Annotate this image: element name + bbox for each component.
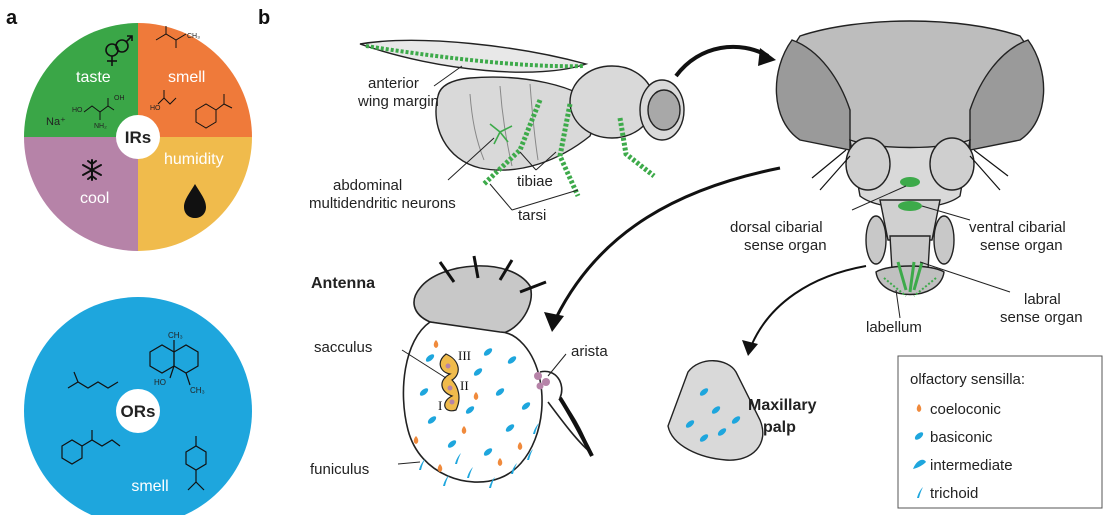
svg-text:intermediate: intermediate	[930, 457, 1013, 474]
dorsal-cibarial-organ-marker	[900, 177, 920, 187]
dorsal-cibarial-label-line1: dorsal cibarial	[730, 219, 823, 236]
arrow-head-to-palp	[752, 266, 866, 344]
fly-eye	[648, 90, 680, 130]
svg-text:coeloconic: coeloconic	[930, 401, 1001, 418]
labellum-label: labellum	[866, 319, 922, 336]
humidity-label: humidity	[164, 151, 224, 168]
palp-title-line1: Maxillary	[748, 397, 817, 414]
legend-box: olfactory sensilla: coeloconic basiconic…	[898, 356, 1102, 508]
arista-shaft	[560, 398, 592, 456]
chem-ho-or-label: HO	[154, 378, 166, 387]
cool-label: cool	[80, 190, 109, 207]
right-palp	[934, 216, 954, 264]
abdomen-label-line2: multidendritic neurons	[309, 195, 456, 212]
dorsal-cibarial-label-line2: sense organ	[744, 237, 827, 254]
ir-center-label: IRs	[125, 128, 151, 147]
funiculus-label: funiculus	[310, 461, 369, 478]
abdomen-label-line1: abdominal	[333, 177, 402, 194]
labral-label-line1: labral	[1024, 291, 1061, 308]
or-wheel: ORs smell CH₃ HO CH₃	[24, 297, 252, 515]
sacculus-label: sacculus	[314, 339, 372, 356]
taste-label: taste	[76, 69, 111, 86]
arrow-fly-to-head	[676, 47, 768, 76]
funiculus-body	[403, 322, 542, 482]
wing-label-line2: wing margin	[357, 93, 439, 110]
palp-title-line2: palp	[763, 419, 796, 436]
chamber-ii-label: II	[460, 378, 469, 393]
chamber-iii-label: III	[458, 348, 471, 363]
panel-b-label: b	[258, 7, 270, 29]
wing-label-line1: anterior	[368, 75, 419, 92]
chem-ch3-top-label: CH₃	[168, 331, 183, 340]
ventral-cibarial-label-line1: ventral cibarial	[969, 219, 1066, 236]
chem-ho-label: HO	[72, 107, 83, 114]
left-antenna	[846, 138, 890, 190]
or-smell-label: smell	[131, 478, 168, 495]
smell-label: smell	[168, 69, 205, 86]
legend-item-coeloconic: coeloconic	[917, 401, 1002, 418]
chem-nh2-label: NH₂	[94, 123, 107, 130]
tarsi-label: tarsi	[518, 207, 546, 224]
ventral-cibarial-label-line2: sense organ	[980, 237, 1063, 254]
ventral-cibarial-organ-marker	[898, 201, 922, 211]
svg-text:trichoid: trichoid	[930, 485, 978, 502]
right-antenna	[930, 138, 974, 190]
labral-label-line2: sense organ	[1000, 309, 1083, 326]
ir-wheel: IRs taste smell humidity cool Na⁺ HO NH₂…	[24, 23, 252, 251]
legend-title: olfactory sensilla:	[910, 371, 1025, 388]
tibiae-label: tibiae	[517, 173, 553, 190]
chem-ho2-label: HO	[150, 105, 161, 112]
chamber-i-label: I	[438, 398, 442, 413]
svg-text:basiconic: basiconic	[930, 429, 993, 446]
left-palp	[866, 216, 886, 264]
or-center-label: ORs	[121, 402, 156, 421]
chem-ch3-bot-label: CH₃	[190, 386, 205, 395]
fly-head-front-view	[776, 21, 1043, 296]
chem-oh-label: OH	[114, 95, 125, 102]
panel-a-label: a	[6, 7, 18, 29]
antenna-title: Antenna	[311, 275, 375, 292]
chem-ch3-label: CH₃	[187, 33, 200, 40]
arista-label: arista	[571, 343, 608, 360]
proboscis-stem	[890, 236, 930, 270]
sodium-label: Na⁺	[46, 116, 66, 128]
